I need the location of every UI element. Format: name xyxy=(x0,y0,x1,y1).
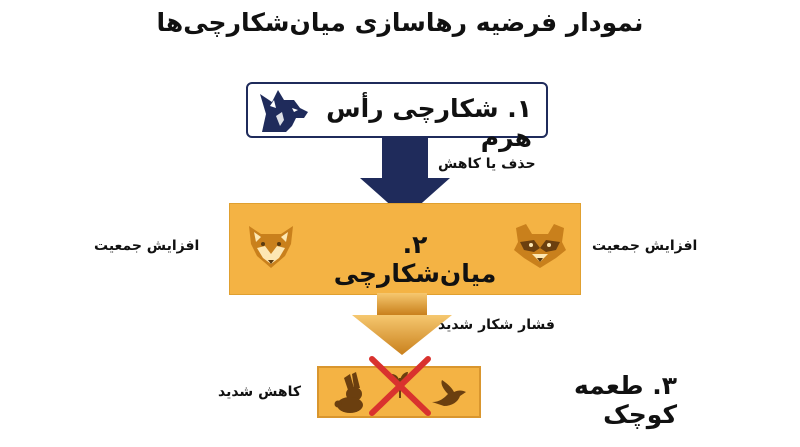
raccoon-icon xyxy=(514,224,566,268)
meso-right-side-label: افزایش جمعیت xyxy=(592,238,698,254)
arrow-apex-to-meso xyxy=(360,138,450,218)
arrow-apex-to-meso-label: حذف یا کاهش xyxy=(438,156,536,172)
arrow-meso-to-prey xyxy=(352,293,452,355)
prey-left-side-label: کاهش شدید xyxy=(218,384,301,400)
bird-icon xyxy=(432,380,466,406)
apex-predator-label: ۱. شکارچی رأس هرم xyxy=(326,94,532,152)
small-prey-label: ۳. طعمه کوچک xyxy=(573,371,677,429)
diagram-title: نمودار فرضیه رهاسازی میان‌شکارچی‌ها xyxy=(156,8,644,37)
fox-icon xyxy=(249,226,293,268)
arrow-meso-to-prey-label: فشار شکار شدید xyxy=(438,317,555,333)
meso-left-side-label: افزایش جمعیت xyxy=(94,238,200,254)
red-x-icon xyxy=(369,356,431,416)
mesopredator-label: ۲. میان‌شکارچی xyxy=(333,230,497,288)
wolf-icon xyxy=(260,90,308,132)
rabbit-icon xyxy=(334,372,363,413)
